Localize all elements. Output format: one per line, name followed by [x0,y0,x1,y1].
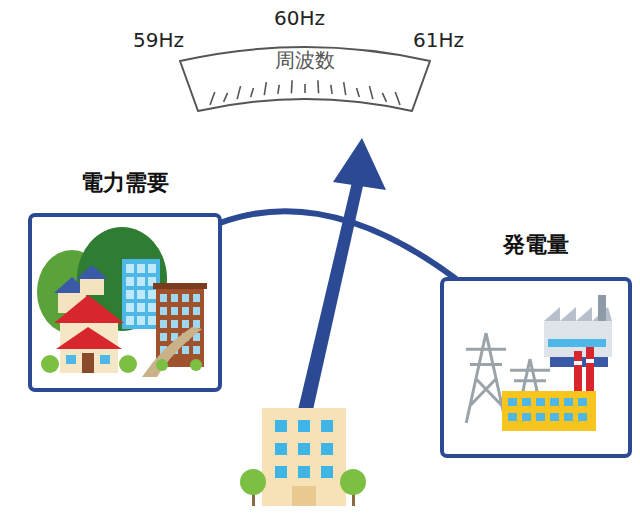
drawing-part [148,303,156,312]
drawing-part [142,327,202,377]
drawing-part [82,353,94,373]
gauge-tick [369,86,372,99]
drawing-part [76,265,108,279]
drawing-part [550,413,559,421]
drawing-part [54,295,124,323]
drawing-part [598,295,606,321]
drawing-part [126,316,134,325]
picture-panel: 発電量 [440,222,632,458]
picture-panel: 電力需要 [28,160,222,392]
drawing-part [153,283,207,289]
drawing-part [508,398,517,406]
drawing-part [193,346,200,354]
drawing-part [137,290,145,299]
drawing-part [126,303,134,312]
gauge-tick [382,93,386,102]
drawing-part [193,294,200,302]
gauge-tick [395,92,400,105]
gauge-title: 周波数 [178,47,432,74]
drawing-part [193,307,200,315]
gauge-tick [331,85,332,94]
drawing-part [126,277,134,286]
panel-frame [440,277,632,458]
drawing-part [160,320,167,328]
scale-label: 61Hz [413,28,464,52]
gauge-tick [210,92,215,105]
drawing-part [182,307,189,315]
drawing-part [548,339,606,347]
drawing-part [160,333,167,341]
drawing-part [586,359,594,363]
gauge-tick [237,86,240,99]
drawing-part [160,307,167,315]
panel-frame [28,213,222,392]
gauge-tick [264,82,266,95]
drawing-part [137,277,145,286]
drawing-part [508,413,517,421]
drawing-part [171,320,178,328]
drawing-part [190,359,202,371]
drawing-part [122,259,160,329]
drawing-part [56,327,122,349]
drawing-part [119,355,137,373]
power-plant-illustration [444,281,628,454]
drawing-part [126,290,134,299]
drawing-part [66,355,76,364]
drawing-part [160,294,167,302]
gauge-tick [224,93,228,102]
drawing-part [522,398,531,406]
panel-heading: 電力需要 [28,168,222,198]
frequency-gauge: 周波数 [178,35,432,115]
drawing-part [502,391,596,431]
drawing-part [578,413,587,421]
gauge-tick [357,88,360,97]
drawing-part [137,303,145,312]
scale-label: 59Hz [133,28,184,52]
drawing-part [137,316,145,325]
town-illustration [32,217,218,388]
gauge-tick [278,85,279,94]
drawing-part [564,398,573,406]
drawing-part [586,347,594,391]
drawing-part [171,294,178,302]
drawing-part [137,264,145,273]
drawing-part [182,346,189,354]
pylon [466,333,506,423]
gauge-outline [178,35,432,115]
gauge-tick [291,80,293,93]
drawing-part [522,413,531,421]
drawing-part [41,355,59,373]
scale-label: 60Hz [274,6,325,30]
drawing-part [574,351,582,391]
gauge-tick [317,80,319,93]
drawing-part [148,290,156,299]
drawing-part [148,316,156,325]
drawing-part [171,307,178,315]
drawing-part [564,413,573,421]
panel-heading: 発電量 [440,230,632,260]
drawing-part [148,264,156,273]
drawing-part [126,264,134,273]
drawing-part [578,398,587,406]
drawing-part [536,413,545,421]
drawing-part [80,279,104,295]
drawing-part [156,359,168,371]
drawing-part [536,398,545,406]
drawing-part [574,361,582,365]
drawing-part [182,320,189,328]
drawing-part [193,320,200,328]
drawing-part [100,355,110,364]
gauge-tick [304,84,306,93]
gauge-tick [251,88,254,97]
gauge-tick [344,82,346,95]
drawing-part [550,398,559,406]
drawing-part [182,294,189,302]
